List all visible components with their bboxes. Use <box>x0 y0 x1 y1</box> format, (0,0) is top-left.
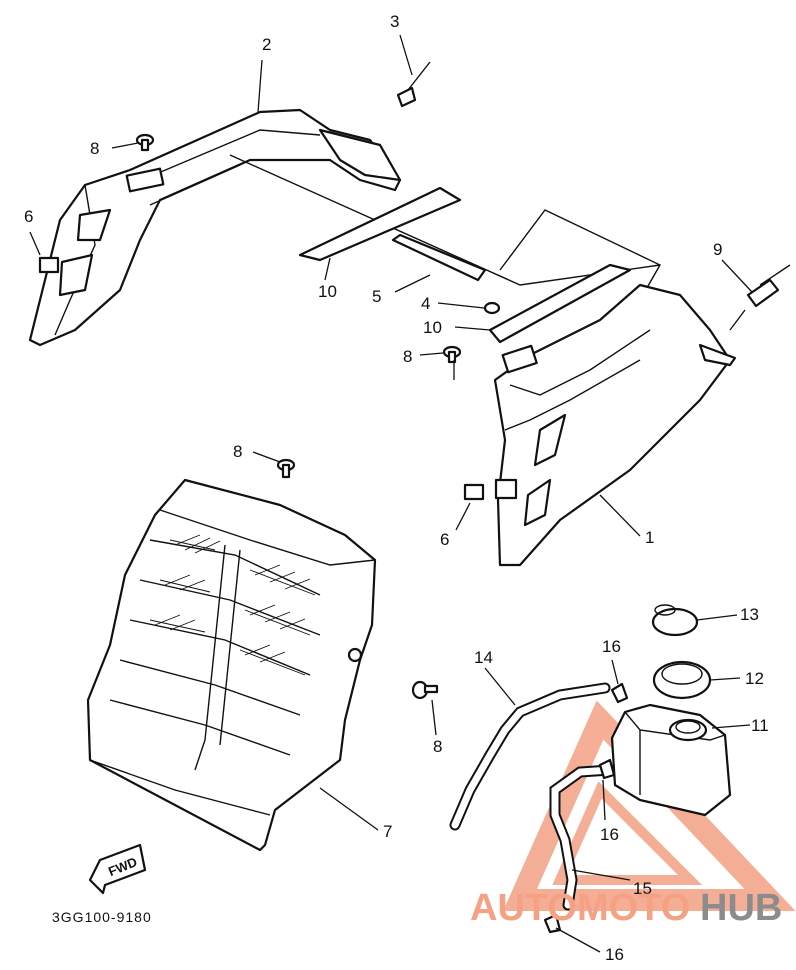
callout-16a: 16 <box>602 637 621 656</box>
callout-3: 3 <box>390 12 399 31</box>
callout-8b: 8 <box>403 347 412 366</box>
guide-line-2 <box>499 209 661 301</box>
watermark-text-secondary: HUB <box>700 887 782 929</box>
callout-4: 4 <box>421 294 430 313</box>
callout-5: 5 <box>372 287 381 306</box>
grille-mesh <box>149 534 316 676</box>
callout-10b: 10 <box>423 318 442 337</box>
pad-part-5 <box>391 233 487 282</box>
reservoir-tank-part-11 <box>610 703 732 817</box>
left-shroud-part-2 <box>28 108 402 347</box>
callout-1: 1 <box>645 528 654 547</box>
callout-7: 7 <box>383 822 392 841</box>
drawing-code: 3GG100-9180 <box>52 909 152 925</box>
cap-ring-part-12 <box>652 660 712 700</box>
screw-part-8-d <box>411 680 439 700</box>
callout-13: 13 <box>740 605 759 624</box>
callout-15: 15 <box>633 879 652 898</box>
right-shroud-part-1 <box>463 283 737 567</box>
callout-8d: 8 <box>433 737 442 756</box>
screw-part-8-b <box>442 345 462 364</box>
clip-part-16-a <box>610 682 629 704</box>
callout-16c: 16 <box>605 945 624 964</box>
callout-8c: 8 <box>233 442 242 461</box>
fwd-arrow: FWD <box>88 843 147 895</box>
screw-part-8-a <box>135 133 155 152</box>
callout-6a: 6 <box>24 207 33 226</box>
watermark-text-primary: AUTOMOTO <box>470 887 690 929</box>
cap-part-13 <box>651 604 699 637</box>
callout-14: 14 <box>474 648 493 667</box>
callout-16b: 16 <box>600 825 619 844</box>
rivet-part-3 <box>396 61 431 108</box>
bolt-part-9 <box>746 264 791 308</box>
plug-part-4 <box>483 301 501 315</box>
callout-12: 12 <box>745 669 764 688</box>
callout-6b: 6 <box>440 530 449 549</box>
leader-lines <box>29 34 753 953</box>
callout-2: 2 <box>262 35 271 54</box>
callout-10a: 10 <box>318 282 337 301</box>
radiator-grille-part-7 <box>86 478 377 852</box>
strip-part-10-lower <box>488 263 632 344</box>
callout-9: 9 <box>713 240 722 259</box>
callout-11: 11 <box>751 716 769 735</box>
screw-part-8-c <box>276 458 296 479</box>
callout-8a: 8 <box>90 139 99 158</box>
clip-part-16-b <box>598 758 616 780</box>
strip-part-10-upper <box>298 186 462 262</box>
